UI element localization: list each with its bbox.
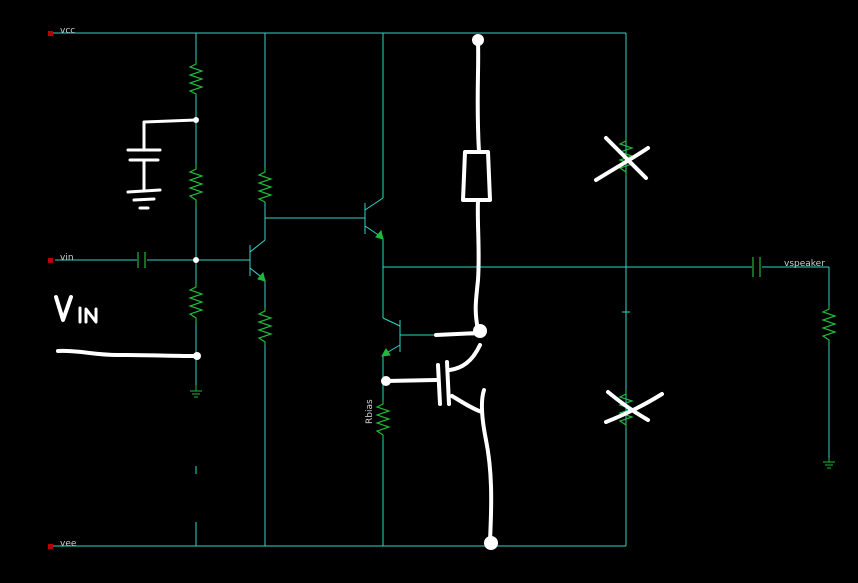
hand-node-left-top <box>193 117 199 123</box>
input-capacitor[interactable] <box>137 252 146 268</box>
hand-x-top-a <box>604 136 648 180</box>
vcc-label: vcc <box>60 26 75 36</box>
vspeaker-label: vspeaker <box>784 259 825 269</box>
ground-symbol-speaker <box>823 458 835 469</box>
resistor-r5[interactable] <box>257 307 273 345</box>
hand-gnd-1 <box>126 188 162 194</box>
hand-mosfet-source <box>450 394 484 414</box>
vin-label: vin <box>60 253 74 263</box>
hand-node-output <box>473 324 487 338</box>
hand-node-vin-wire <box>193 352 201 360</box>
wires <box>50 32 830 547</box>
hand-node-vin <box>193 257 199 263</box>
resistor-r4[interactable] <box>257 168 273 203</box>
rbias-label: Rbias <box>365 399 375 424</box>
speaker-load-resistor[interactable] <box>821 305 837 342</box>
hand-wire-top <box>475 40 481 154</box>
vee-label: vee <box>60 539 77 549</box>
hand-mosfet-gate <box>384 378 438 383</box>
vin-pin[interactable] <box>48 258 53 263</box>
capacitors <box>137 252 761 277</box>
hand-mosfet-channel <box>436 363 442 406</box>
vcc-pin[interactable] <box>48 31 53 36</box>
hand-mosfet-body <box>445 360 451 406</box>
handwritten-annotations <box>54 34 664 550</box>
hand-mosfet-drain <box>448 343 482 372</box>
hand-wire-bottom <box>479 388 494 542</box>
hand-vin-label <box>54 295 98 324</box>
resistor-r2[interactable] <box>188 165 204 207</box>
transistor-q2[interactable] <box>364 197 384 240</box>
hand-node-rbias <box>381 376 391 386</box>
resistor-rbias[interactable] <box>375 400 391 440</box>
hand-gnd-2 <box>132 197 156 202</box>
hand-vin-wire <box>56 348 198 358</box>
transistor-q1[interactable] <box>249 239 266 282</box>
hand-rect-element <box>461 150 492 202</box>
hand-cap-wire <box>142 118 198 152</box>
resistor-r1[interactable] <box>188 60 204 96</box>
pins <box>48 31 53 549</box>
hand-wire-mid <box>473 198 481 332</box>
ground-symbol-left <box>190 385 202 398</box>
output-capacitor[interactable] <box>752 257 761 277</box>
hand-wire-q3 <box>434 331 480 337</box>
hand-x-top-b <box>594 146 650 182</box>
resistors <box>188 60 837 440</box>
vee-pin[interactable] <box>48 544 53 549</box>
hand-x-bottom-b <box>604 392 664 424</box>
hand-x-bottom-a <box>606 390 650 422</box>
resistor-r3[interactable] <box>188 283 204 324</box>
transistor-q3[interactable] <box>381 317 478 357</box>
hand-node-bottom <box>484 536 498 550</box>
